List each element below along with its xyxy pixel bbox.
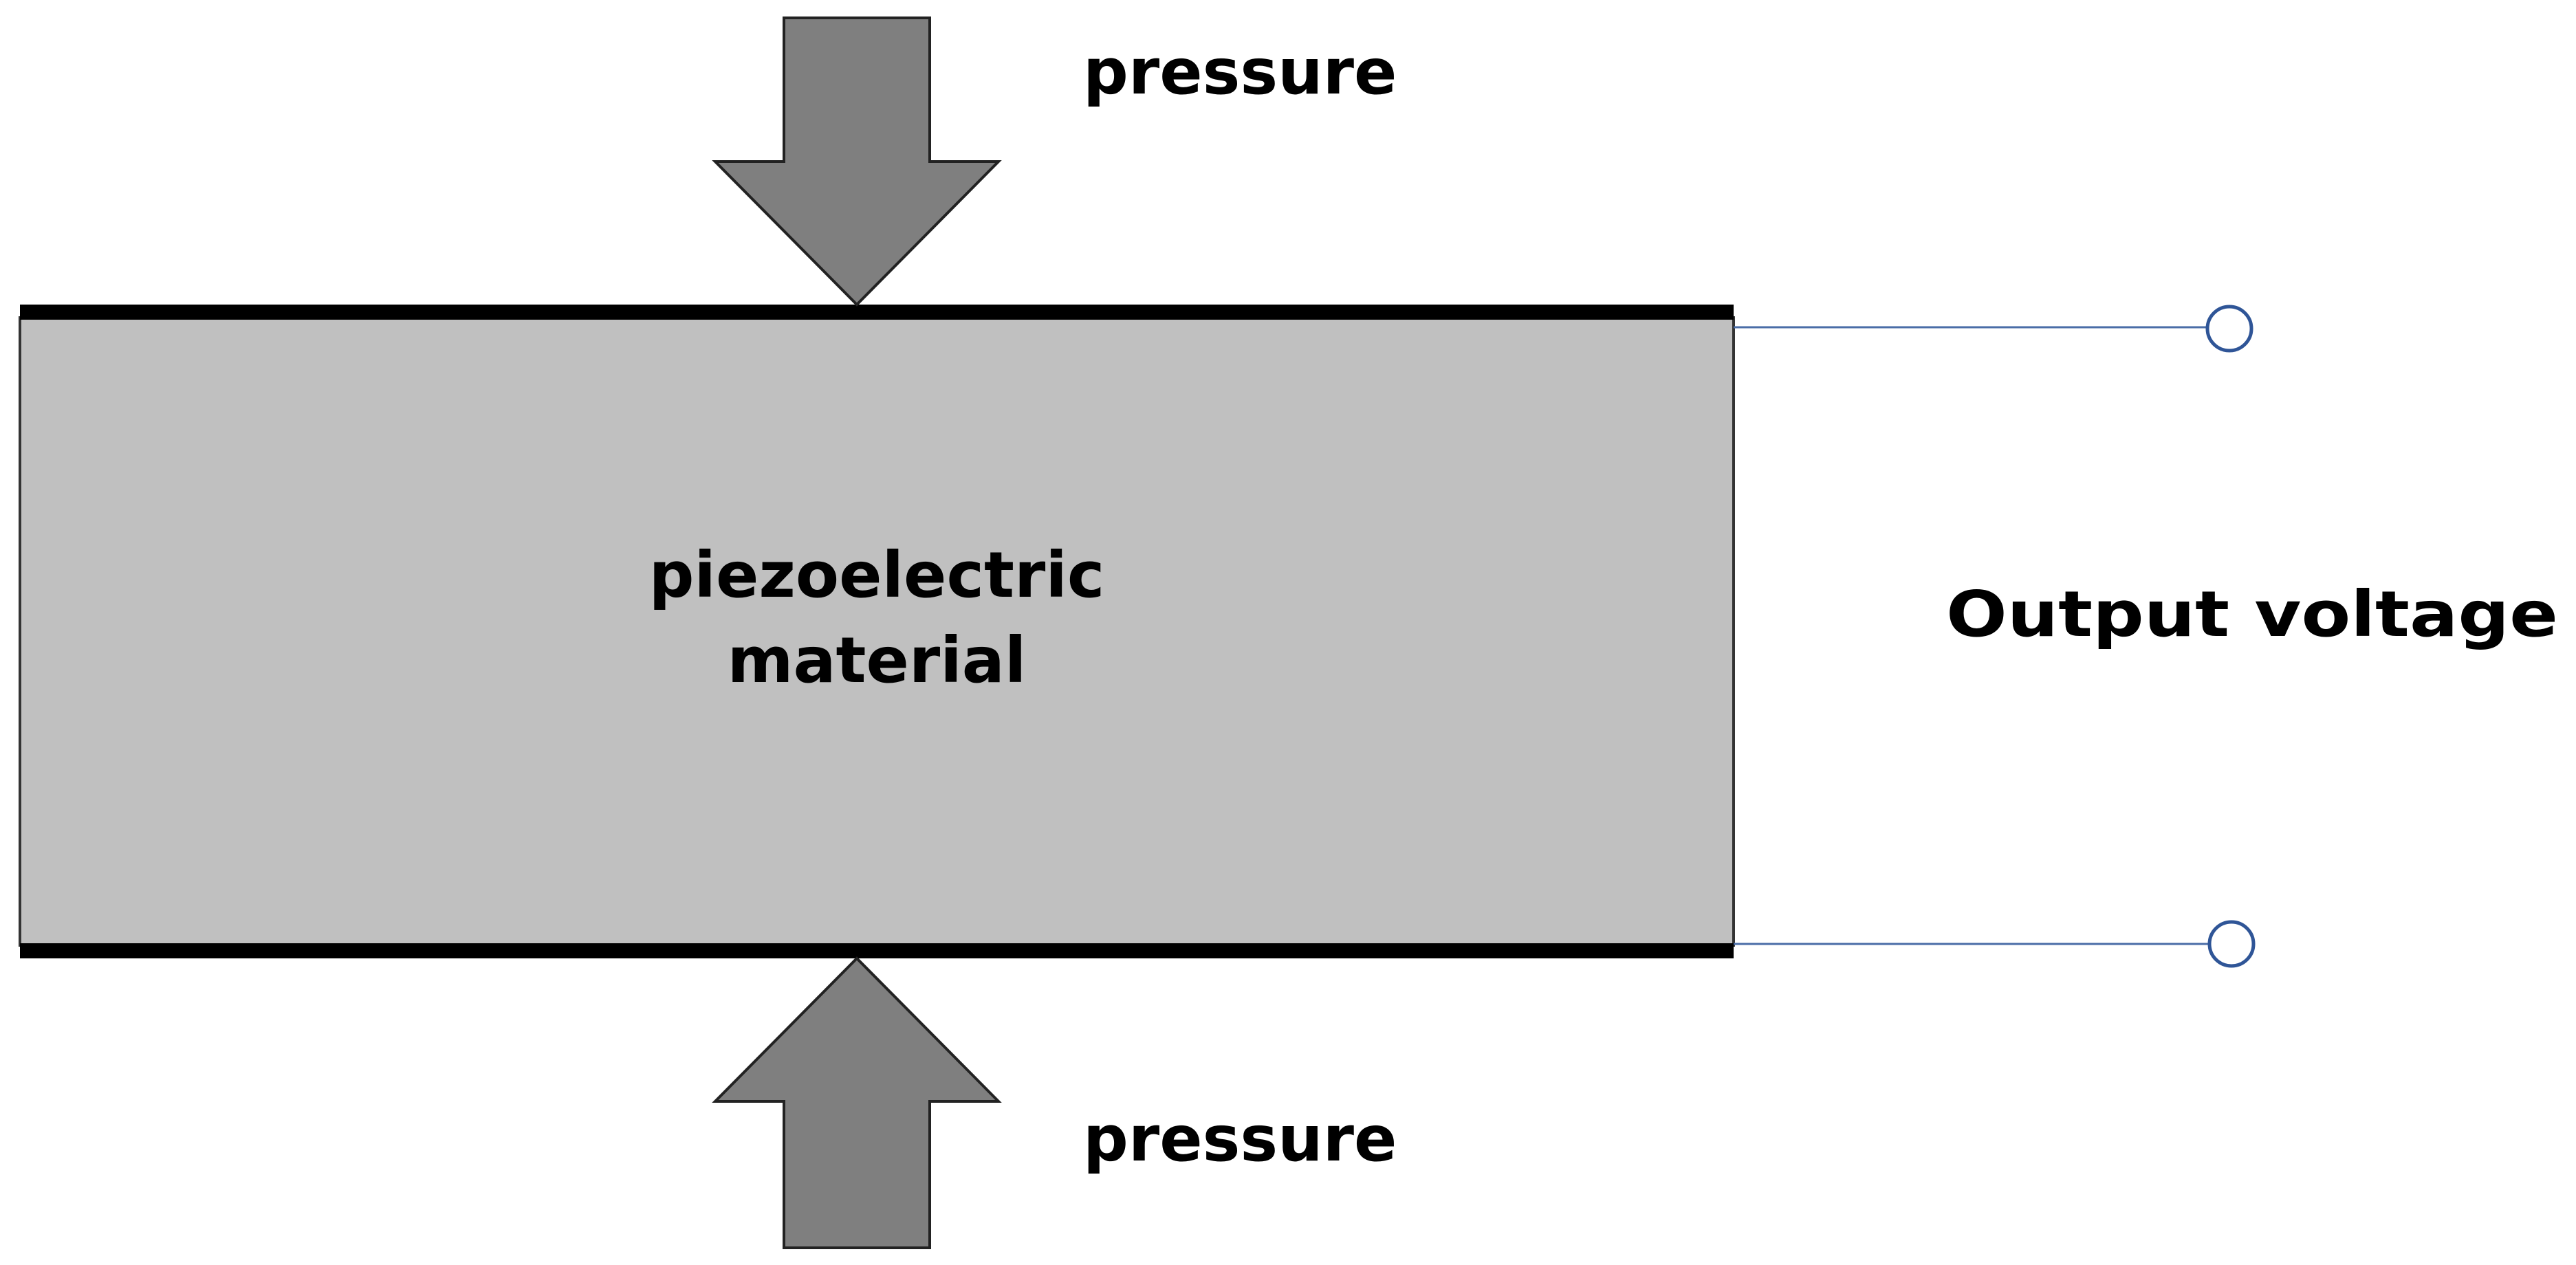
- piezoelectric-material-block: [19, 316, 1735, 947]
- pressure-top-label: pressure: [1083, 35, 1397, 109]
- bottom-pressure-arrow: [712, 956, 1002, 1249]
- bottom-output-terminal: [2207, 920, 2256, 968]
- material-label-line2: material: [728, 624, 1027, 697]
- top-pressure-arrow: [712, 16, 1002, 307]
- top-electrode: [20, 305, 1734, 320]
- material-label-line1: piezoelectric: [649, 538, 1105, 612]
- pressure-bottom-label: pressure: [1083, 1102, 1397, 1176]
- output-voltage-label: Output voltage: [1946, 578, 2558, 651]
- top-output-terminal: [2205, 305, 2253, 353]
- bottom-electrode: [20, 943, 1734, 958]
